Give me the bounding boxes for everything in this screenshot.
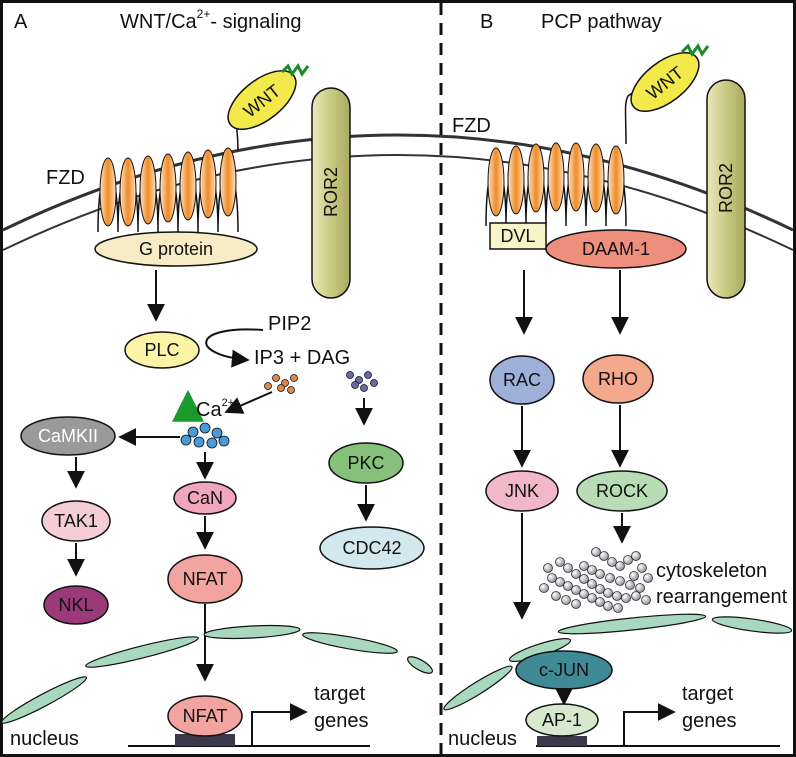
transcription-arrow-b (623, 703, 676, 746)
plc-node: PLC (124, 331, 200, 369)
panel-b-letter: B (480, 11, 493, 33)
nkl-node: NKL (43, 585, 109, 625)
ca-label: Ca2+ (196, 397, 234, 421)
svg-text:PKC: PKC (347, 453, 384, 473)
svg-text:NFAT: NFAT (183, 569, 228, 589)
ca-ions (180, 422, 230, 449)
cjun-node: c-JUN (515, 650, 613, 690)
jnk-node: JNK (485, 470, 559, 512)
daam1-node: DAAM-1 (545, 229, 687, 269)
camkii-node: CaMKII (20, 416, 116, 456)
svg-text:PLC: PLC (144, 340, 179, 360)
arrow-pip2-ip3 (205, 328, 264, 368)
dvl-node: DVL (489, 222, 547, 250)
nucleus-label-a: nucleus (10, 728, 79, 750)
nucleus-label-b: nucleus (448, 728, 517, 750)
transcription-arrow-a (251, 703, 308, 746)
rock-node: ROCK (576, 470, 668, 512)
ror2-label-b: ROR2 (716, 163, 736, 213)
panel-b-title: PCP pathway (541, 11, 662, 33)
target-genes-label-b-1: target (682, 683, 734, 705)
fzd-receptor-a (97, 94, 250, 233)
target-genes-label-b-2: genes (682, 710, 737, 732)
wnt-lipid-a (280, 63, 310, 77)
svg-text:RHO: RHO (598, 369, 638, 389)
nuclear-envelope-b (443, 613, 793, 711)
nfat-nuclear-node: NFAT (167, 695, 243, 737)
rac-node: RAC (489, 355, 555, 405)
svg-text:TAK1: TAK1 (54, 511, 98, 531)
svg-text:ROCK: ROCK (596, 481, 648, 501)
g-protein-node: G protein (94, 231, 258, 267)
wnt-lipid-b (680, 43, 710, 57)
ror2-receptor-a (311, 87, 351, 299)
ror2-label-a: ROR2 (321, 167, 341, 217)
pkc-node: PKC (328, 442, 404, 484)
fzd-receptor-b (485, 87, 642, 227)
fzd-label-a: FZD (46, 167, 85, 189)
svg-text:CaN: CaN (187, 488, 223, 508)
tak1-node: TAK1 (41, 500, 111, 542)
svg-text:CaMKII: CaMKII (38, 426, 98, 446)
panel-a-letter: A (14, 11, 28, 33)
svg-text:c-JUN: c-JUN (539, 660, 589, 680)
svg-text:DVL: DVL (500, 226, 535, 246)
cell-membrane (2, 133, 794, 232)
nfat-node: NFAT (167, 554, 243, 604)
promoter-box-b (537, 736, 587, 746)
cdc42-node: CDC42 (319, 526, 425, 570)
cytoskeleton-filaments (539, 547, 653, 613)
ip3-molecules (264, 374, 298, 394)
svg-text:CDC42: CDC42 (342, 538, 401, 558)
wnt-ligand-a (227, 70, 297, 130)
promoter-box-a (175, 734, 235, 746)
cytoskeleton-label-1: cytoskeleton (656, 560, 767, 582)
ror2-receptor-b (706, 79, 746, 299)
dag-molecules (346, 371, 378, 392)
svg-text:NKL: NKL (58, 595, 93, 615)
ip3-dag-label: IP3 + DAG (254, 347, 350, 369)
svg-text:G protein: G protein (139, 239, 213, 259)
svg-text:NFAT: NFAT (183, 706, 228, 726)
pip2-label: PIP2 (268, 313, 311, 335)
panel-a-title: WNT/Ca2+- signaling (120, 7, 302, 33)
nuclear-envelope-a (0, 624, 433, 724)
arrow-ip3-ca (224, 391, 273, 414)
svg-text:AP-1: AP-1 (542, 710, 582, 730)
target-genes-label-a-2: genes (314, 710, 369, 732)
svg-text:DAAM-1: DAAM-1 (582, 239, 650, 259)
target-genes-label-a-1: target (314, 683, 366, 705)
can-node: CaN (173, 481, 237, 515)
svg-text:RAC: RAC (503, 370, 541, 390)
fzd-label-b: FZD (452, 115, 491, 137)
svg-text:JNK: JNK (505, 481, 539, 501)
ap1-node: AP-1 (525, 703, 599, 737)
wnt-ligand-b (630, 52, 700, 112)
rho-node: RHO (582, 354, 654, 404)
cytoskeleton-label-2: rearrangement (656, 586, 788, 608)
